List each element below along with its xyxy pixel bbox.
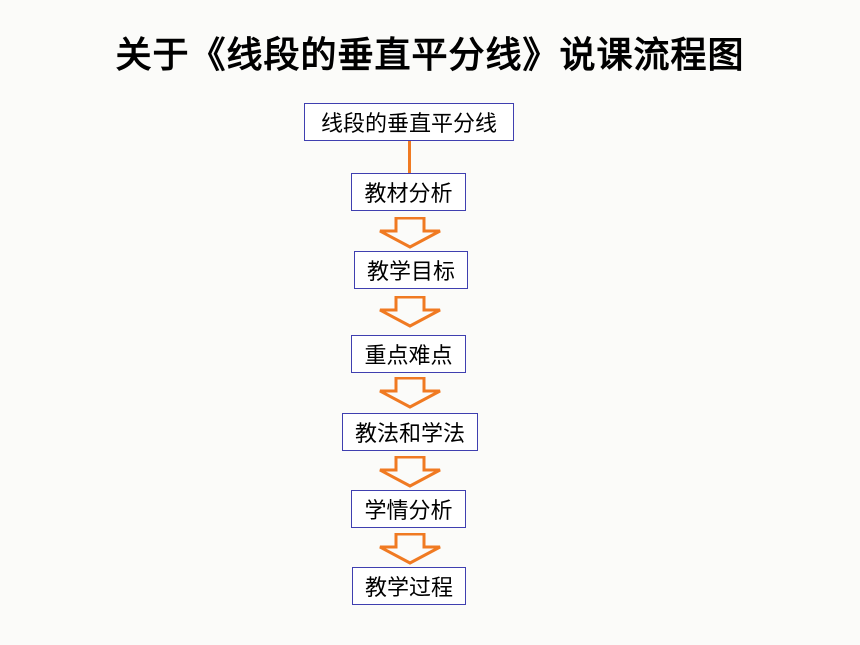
node-key-difficulties: 重点难点: [351, 335, 466, 373]
node-textbook-analysis: 教材分析: [351, 173, 466, 211]
page-title: 关于《线段的垂直平分线》说课流程图: [115, 35, 745, 76]
node-teaching-methods: 教法和学法: [342, 413, 478, 451]
down-arrow-icon: [378, 296, 442, 328]
node-student-analysis: 学情分析: [351, 490, 466, 528]
down-arrow-icon: [378, 533, 442, 565]
down-arrow-icon: [378, 377, 442, 409]
down-arrow-icon: [378, 456, 442, 488]
down-arrow-icon: [378, 217, 442, 249]
node-teaching-goals: 教学目标: [354, 251, 468, 289]
node-teaching-process: 教学过程: [352, 567, 466, 605]
connector-line: [408, 141, 411, 174]
node-topic: 线段的垂直平分线: [304, 103, 514, 141]
